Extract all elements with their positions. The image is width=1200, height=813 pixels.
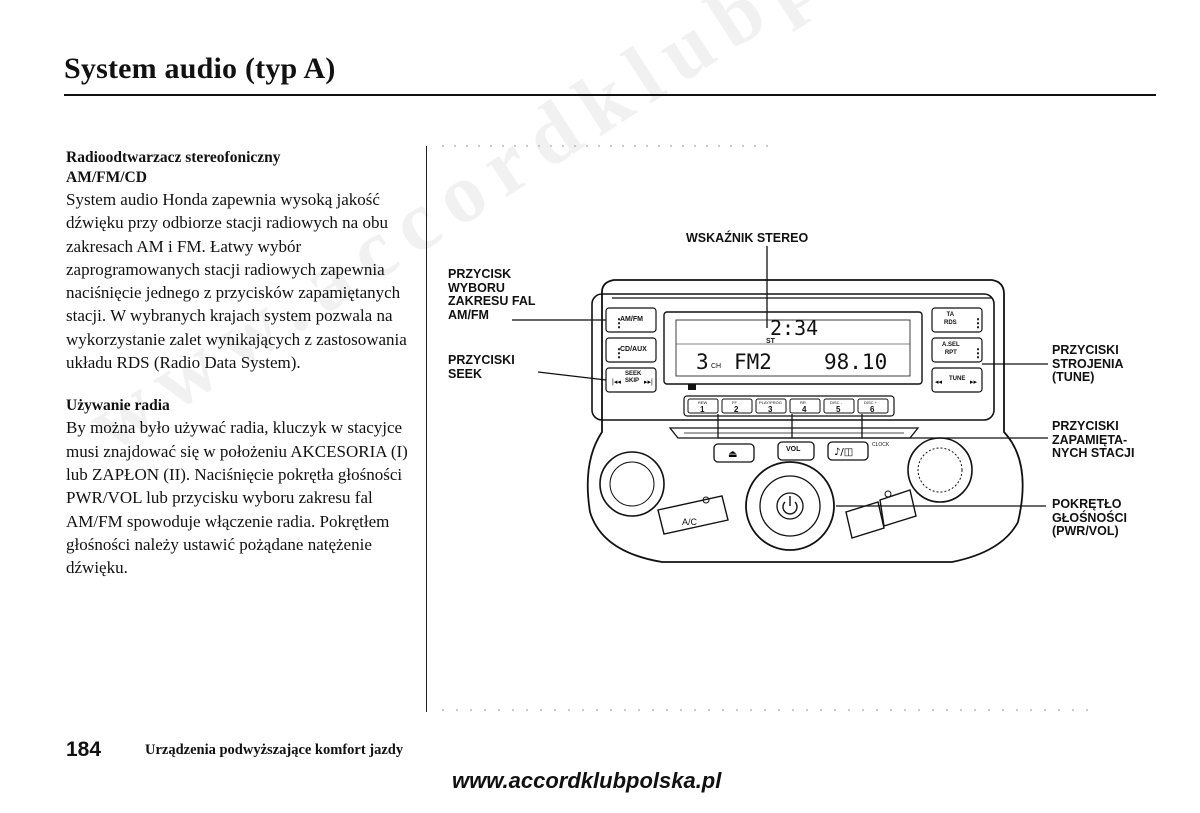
preset-5: 5 [836, 405, 841, 414]
preset-sub-1: REW [698, 400, 708, 405]
section-heading: Używanie radia [66, 397, 170, 415]
section-heading: Radioodtwarzacz stereofoniczny AM/FM/CD [66, 149, 281, 186]
page-number: 184 [66, 738, 102, 761]
svg-text:▸▸: ▸▸ [970, 379, 978, 386]
preset-sub-3: PLAY/PROG [759, 400, 782, 405]
sound-button [827, 441, 869, 461]
label-presets: PRZYCISKI ZAPAMIĘTA- NYCH STACJI [1052, 419, 1135, 460]
section-body: System audio Honda zapewnia wysoką jakoś… [66, 190, 407, 373]
preset-sub-4: RR [800, 400, 806, 405]
asel-rpt-button [931, 337, 983, 363]
svg-text:|◂◂: |◂◂ [612, 379, 621, 386]
preset-sub-2: FF [732, 400, 737, 405]
preset-3: 3 [768, 405, 773, 414]
preset-1: 1 [700, 405, 705, 414]
display-ch: CH [711, 363, 722, 370]
preset-strip [683, 395, 895, 417]
callout-seek [537, 371, 607, 381]
vol-button [777, 441, 815, 461]
radio-face [591, 293, 995, 421]
page-title: System audio (typ A) [64, 52, 336, 85]
display-frame [663, 311, 923, 385]
temp-knob-left [599, 451, 665, 517]
svg-text:⋮: ⋮ [613, 316, 625, 330]
seek-label: SEEK SKIP [625, 371, 642, 384]
label-seek: PRZYCISKI SEEK [448, 353, 515, 381]
am-fm-label: AM/FM [620, 316, 643, 323]
preset-sub-5: DISC - [830, 400, 842, 405]
preset-6: 6 [870, 405, 875, 414]
preset-sub-6: DISC + [864, 400, 878, 405]
ac-button [657, 495, 729, 535]
svg-text:⋮: ⋮ [972, 316, 984, 330]
column-divider [426, 146, 427, 712]
display-st: ST [766, 338, 775, 345]
asel-rpt-label: A.SEL RPT [942, 342, 960, 356]
footer-section: Urządzenia podwyższające komfort jazdy [145, 742, 404, 758]
text-column: Radioodtwarzacz stereofoniczny AM/FM/CD … [66, 148, 411, 579]
cd-aux-label: CD/AUX [620, 346, 647, 353]
label-volume: POKRĘTŁO GŁOŚNOŚCI (PWR/VOL) [1052, 497, 1128, 538]
label-band: PRZYCISK WYBORU ZAKRESU FAL AM/FM [448, 267, 536, 322]
svg-text:⏏: ⏏ [728, 449, 737, 460]
preset-4: 4 [802, 405, 807, 414]
vol-label: VOL [786, 446, 801, 453]
ac-label: A/C [682, 517, 698, 527]
label-stereo: WSKAŹNIK STEREO [686, 231, 809, 245]
cd-aux-button [605, 337, 657, 363]
display-clock: 2:34 [770, 316, 819, 340]
recirc-button-2 [879, 489, 917, 527]
eject-button [713, 443, 755, 463]
radio-drawing: ⋮ ⋮ |◂◂ ▸▸| ⋮ ⋮ ◂◂ ▸▸ ⏏ ♪/◫ [442, 145, 1092, 711]
section-body: By można było używać radia, kluczyk w st… [66, 418, 408, 578]
title-rule [64, 94, 1156, 96]
ta-rds-label: TA RDS [944, 312, 957, 326]
ta-rds-button [931, 307, 983, 333]
svg-text:⋮: ⋮ [972, 346, 984, 360]
radio-figure: ⋮ ⋮ |◂◂ ▸▸| ⋮ ⋮ ◂◂ ▸▸ ⏏ ♪/◫ [432, 132, 1172, 722]
tune-label: TUNE [949, 376, 966, 382]
tune-button [931, 367, 983, 393]
volume-knob [745, 461, 835, 551]
svg-text:♪/◫: ♪/◫ [834, 447, 853, 458]
display-channel: 3 [696, 350, 709, 374]
clock-label: CLOCK [872, 442, 890, 448]
recirc-button-1 [845, 501, 885, 539]
display-frequency: 98.10 [824, 350, 888, 374]
site-url: www.accordklubpolska.pl [452, 768, 722, 793]
console-outline [586, 279, 1024, 563]
preset-2: 2 [734, 405, 739, 414]
display-band: FM2 [734, 350, 772, 374]
label-tune: PRZYCISKI STROJENIA (TUNE) [1052, 343, 1124, 384]
svg-text:⋮: ⋮ [613, 346, 625, 360]
svg-text:▸▸|: ▸▸| [644, 379, 653, 386]
svg-text:◂◂: ◂◂ [935, 379, 943, 386]
